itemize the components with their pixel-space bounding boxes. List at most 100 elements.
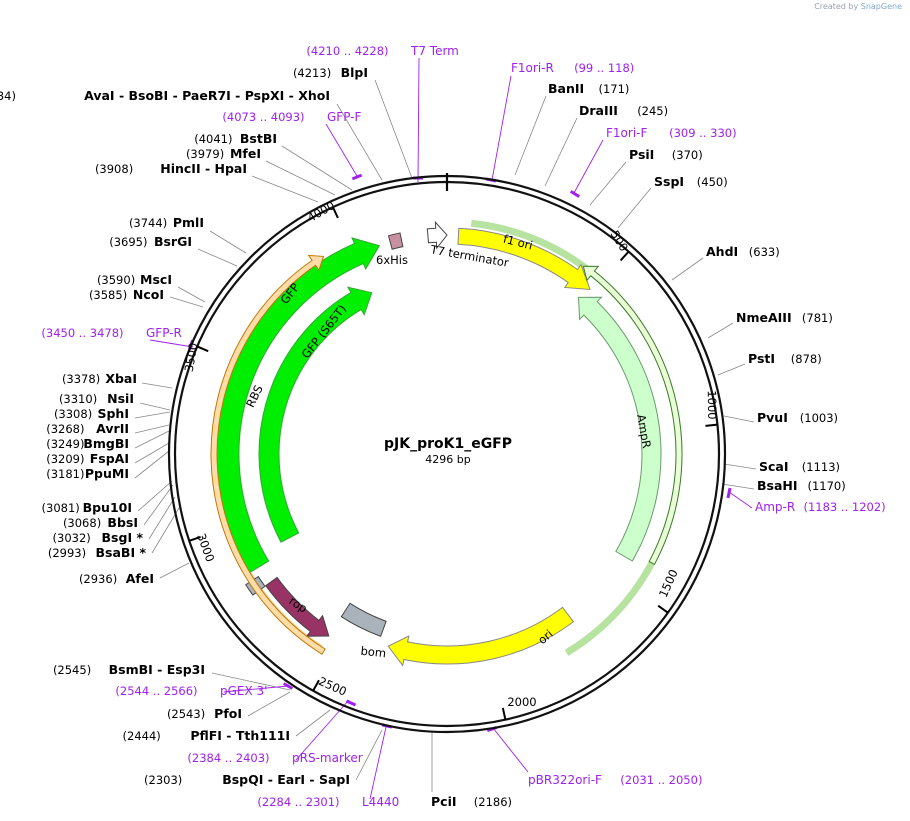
enzyme-position: (3744) bbox=[129, 216, 167, 230]
tick-mark bbox=[501, 707, 507, 720]
enzyme-label-bspqi-eari-sapi: BspQI - EarI - SapI bbox=[222, 772, 350, 787]
primer-label-f1ori-f: F1ori-F bbox=[606, 126, 647, 140]
enzyme-label-mfei: MfeI bbox=[230, 146, 261, 161]
enzyme-leader bbox=[134, 450, 170, 479]
feature-6xhis bbox=[387, 232, 404, 250]
enzyme-label-bsahi: BsaHI bbox=[757, 478, 798, 493]
enzyme-label-pfoi: PfoI bbox=[214, 706, 242, 721]
snapgene-brand: SnapGene bbox=[860, 2, 902, 11]
enzyme-leader bbox=[141, 382, 173, 389]
primer-label-pbr322ori-f: pBR322ori-F bbox=[528, 773, 602, 787]
enzyme-label-bsrgi: BsrGI bbox=[154, 234, 192, 249]
enzyme-position: (3308) bbox=[54, 407, 92, 421]
enzyme-leader bbox=[137, 480, 173, 512]
enzyme-position: (2993) bbox=[48, 546, 86, 560]
primer-label-f1ori-r: F1ori-R bbox=[511, 61, 554, 75]
enzyme-leader bbox=[265, 160, 336, 196]
enzyme-label-avrii: AvrII bbox=[96, 421, 129, 436]
enzyme-position: (4041) bbox=[194, 132, 232, 146]
enzyme-leader bbox=[707, 322, 734, 339]
primer-label-l4440: L4440 bbox=[362, 795, 399, 809]
enzyme-position: (450) bbox=[697, 175, 728, 189]
credit-prefix: Created by bbox=[814, 2, 859, 11]
tick-mark bbox=[196, 345, 209, 353]
enzyme-label-scai: ScaI bbox=[759, 459, 789, 474]
enzyme-label-bpu10i: Bpu10I bbox=[83, 500, 132, 515]
enzyme-position: (4134) bbox=[0, 89, 16, 103]
enzyme-position: (2444) bbox=[123, 729, 161, 743]
enzyme-leader bbox=[721, 483, 755, 490]
snapgene-credit: Created by SnapGene bbox=[814, 2, 902, 11]
enzyme-label-blpi: BlpI bbox=[341, 65, 368, 80]
enzyme-label-sspi: SspI bbox=[654, 174, 684, 189]
enzyme-position: (3181) bbox=[46, 467, 84, 481]
primer-range: (309 .. 330) bbox=[669, 126, 737, 140]
primer-range: (3450 .. 3478) bbox=[41, 326, 123, 340]
enzyme-label-pvui: PvuI bbox=[757, 410, 788, 425]
enzyme-position: (3590) bbox=[97, 273, 135, 287]
enzyme-label-bstbi: BstBI bbox=[240, 131, 277, 146]
enzyme-label-pmli: PmlI bbox=[173, 215, 204, 230]
feature-t7-terminator bbox=[426, 220, 448, 250]
enzyme-label-ncoi: NcoI bbox=[133, 287, 164, 302]
enzyme-position: (3908) bbox=[95, 162, 133, 176]
enzyme-label-bmgbi: BmgBI bbox=[83, 436, 129, 451]
enzyme-label-avai-bsobi-paer7i-pspxi-xhoi: AvaI - BsoBI - PaeR7I - PspXI - XhoI bbox=[84, 88, 330, 103]
tick-mark bbox=[331, 206, 339, 219]
primer-leader bbox=[325, 123, 358, 177]
enzyme-label-banii: BanII bbox=[548, 81, 584, 96]
enzyme-position: (878) bbox=[791, 352, 822, 366]
primer-range: (99 .. 118) bbox=[574, 61, 634, 75]
site-labels: BlpI(4213)AvaI - BsoBI - PaeR7I - PspXI … bbox=[0, 44, 886, 809]
tick-label: 4000 bbox=[305, 198, 337, 225]
enzyme-leader bbox=[159, 562, 190, 579]
enzyme-position: (2545) bbox=[53, 663, 91, 677]
enzyme-leader bbox=[723, 463, 757, 470]
primer-leader bbox=[728, 491, 753, 509]
enzyme-position: (1113) bbox=[802, 460, 840, 474]
enzyme-leader bbox=[143, 484, 174, 526]
enzyme-label-afei: AfeI bbox=[126, 571, 154, 586]
feature-ampr bbox=[577, 296, 662, 562]
tick-mark bbox=[705, 423, 718, 427]
primer-site-mark bbox=[345, 699, 357, 707]
enzyme-position: (781) bbox=[802, 311, 833, 325]
enzyme-label-nmeaiii: NmeAIII bbox=[736, 310, 792, 325]
enzyme-position: (3209) bbox=[46, 452, 84, 466]
enzyme-position: (245) bbox=[637, 104, 668, 118]
feature-gfp-s65t bbox=[258, 286, 373, 543]
enzyme-label-hincii-hpai: HincII - HpaI bbox=[160, 161, 247, 176]
enzyme-leader bbox=[151, 507, 180, 554]
enzyme-position: (2936) bbox=[79, 572, 117, 586]
enzyme-leader bbox=[134, 411, 171, 419]
primer-label-gfp-r: GFP-R bbox=[146, 326, 182, 340]
enzyme-position: (3585) bbox=[89, 288, 127, 302]
enzyme-label-xbai: XbaI bbox=[105, 371, 137, 386]
primer-label-prs-marker: pRS-marker bbox=[292, 751, 363, 765]
enzyme-leader bbox=[295, 709, 331, 737]
feature-label-bom: bom bbox=[360, 644, 387, 661]
enzyme-position: (3068) bbox=[63, 516, 101, 530]
tick-mark bbox=[657, 604, 669, 614]
primer-site-mark bbox=[282, 682, 294, 690]
enzyme-position: (3032) bbox=[53, 531, 91, 545]
plasmid-name: pJK_proK1_eGFP bbox=[384, 436, 512, 452]
primer-range: (1183 .. 1202) bbox=[804, 500, 886, 514]
tick-label: 3500 bbox=[182, 342, 201, 373]
enzyme-position: (370) bbox=[672, 148, 703, 162]
enzyme-leader bbox=[134, 442, 170, 464]
enzyme-position: (3310) bbox=[59, 392, 97, 406]
enzyme-leader bbox=[169, 296, 204, 308]
primer-range: (2284 .. 2301) bbox=[257, 795, 339, 809]
enzyme-leader bbox=[148, 496, 176, 540]
enzyme-label-fspai: FspAI bbox=[90, 451, 129, 466]
feature-gfp-primer-arrow bbox=[210, 254, 326, 655]
primer-range: (2384 .. 2403) bbox=[187, 751, 269, 765]
enzyme-label-pflfi-tth111i: PflFI - Tth111I bbox=[190, 728, 290, 743]
enzyme-leader bbox=[355, 729, 383, 781]
primer-label-gfp-f: GFP-F bbox=[327, 110, 362, 124]
primer-leader bbox=[369, 726, 387, 800]
primer-range: (2544 .. 2566) bbox=[115, 684, 197, 698]
feature-ampr-outer bbox=[582, 265, 683, 566]
enzyme-position: (171) bbox=[599, 82, 630, 96]
